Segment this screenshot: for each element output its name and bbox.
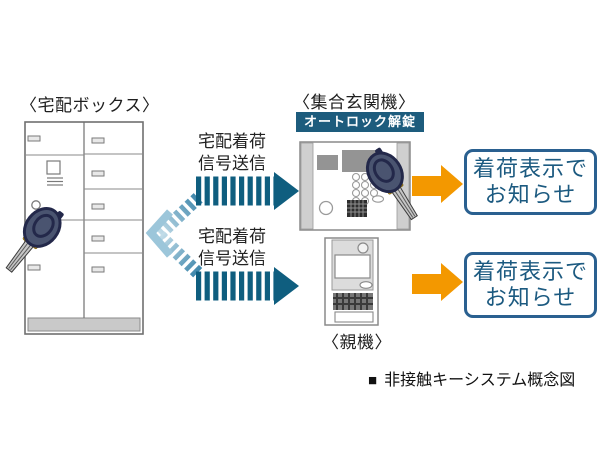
notify-arrow-lower-icon [412, 263, 463, 301]
signal-text-line: 信号送信 [198, 154, 266, 173]
parent-unit-screen [334, 254, 371, 279]
signal-origin-chevron-icon [145, 209, 174, 258]
locker-handles [27, 135, 105, 273]
notify-arrow-upper-icon [412, 165, 463, 203]
entrance-unit-label: 〈集合玄関機〉 [293, 93, 416, 112]
signal-text-line: 宅配着荷 [198, 227, 266, 246]
signal-arrowhead-icon [274, 267, 299, 305]
signal-arrowhead-icon [274, 172, 299, 210]
cabinet-base [27, 317, 141, 332]
parent-unit-speaker-grille [333, 293, 373, 310]
parent-unit-handset [334, 311, 374, 323]
notify-text-line: 着荷表示で [472, 259, 588, 284]
notify-text-line: 着荷表示で [472, 156, 588, 181]
signal-arrow-diagonal [155, 231, 204, 279]
notify-box-lower: 着荷表示で お知らせ [464, 252, 597, 318]
signal-text-upper: 宅配着荷 信号送信 [177, 131, 287, 175]
entrance-nameplate [317, 155, 338, 170]
parent-unit-label: 〈親機〉 [322, 333, 392, 352]
signal-arrow-diagonal [155, 192, 204, 239]
parent-unit-lens [357, 242, 369, 254]
parent-unit-illustration [324, 237, 379, 326]
entrance-call-button [318, 200, 334, 216]
caption-square-marker-icon: ■ [368, 373, 378, 389]
signal-text-line: 宅配着荷 [198, 132, 266, 151]
entrance-speaker-grille [347, 200, 367, 217]
autolock-badge: オートロック解錠 [296, 112, 425, 132]
parent-unit-button [359, 281, 373, 289]
signal-text-lower: 宅配着荷 信号送信 [177, 226, 287, 270]
signal-arrow-upper [155, 172, 299, 239]
notify-text-line: お知らせ [484, 285, 577, 310]
signal-text-line: 信号送信 [198, 249, 266, 268]
delivery-box-label: 〈宅配ボックス〉 [20, 96, 160, 115]
diagram-caption: ■ 非接触キーシステム概念図 [368, 366, 575, 390]
notify-box-upper: 着荷表示で お知らせ [464, 149, 597, 215]
entrance-panel-side [300, 142, 314, 230]
caption-text: 非接触キーシステム概念図 [384, 372, 576, 389]
signal-arrow-lower [155, 231, 299, 305]
notify-text-line: お知らせ [484, 182, 577, 207]
keyhole-icon [31, 200, 41, 210]
control-panel [46, 160, 63, 186]
